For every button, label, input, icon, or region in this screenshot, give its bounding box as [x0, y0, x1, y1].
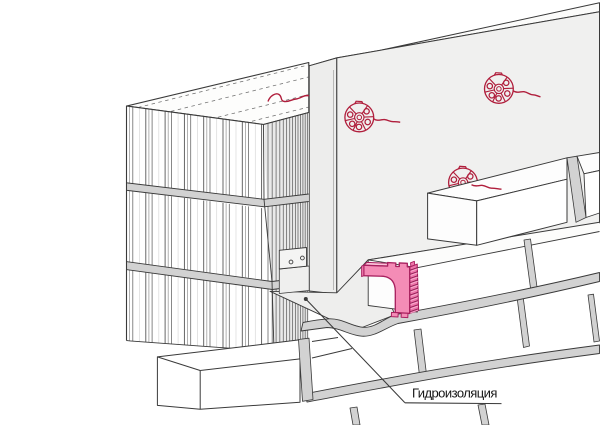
svg-text:Гидроизоляция: Гидроизоляция [412, 385, 497, 400]
